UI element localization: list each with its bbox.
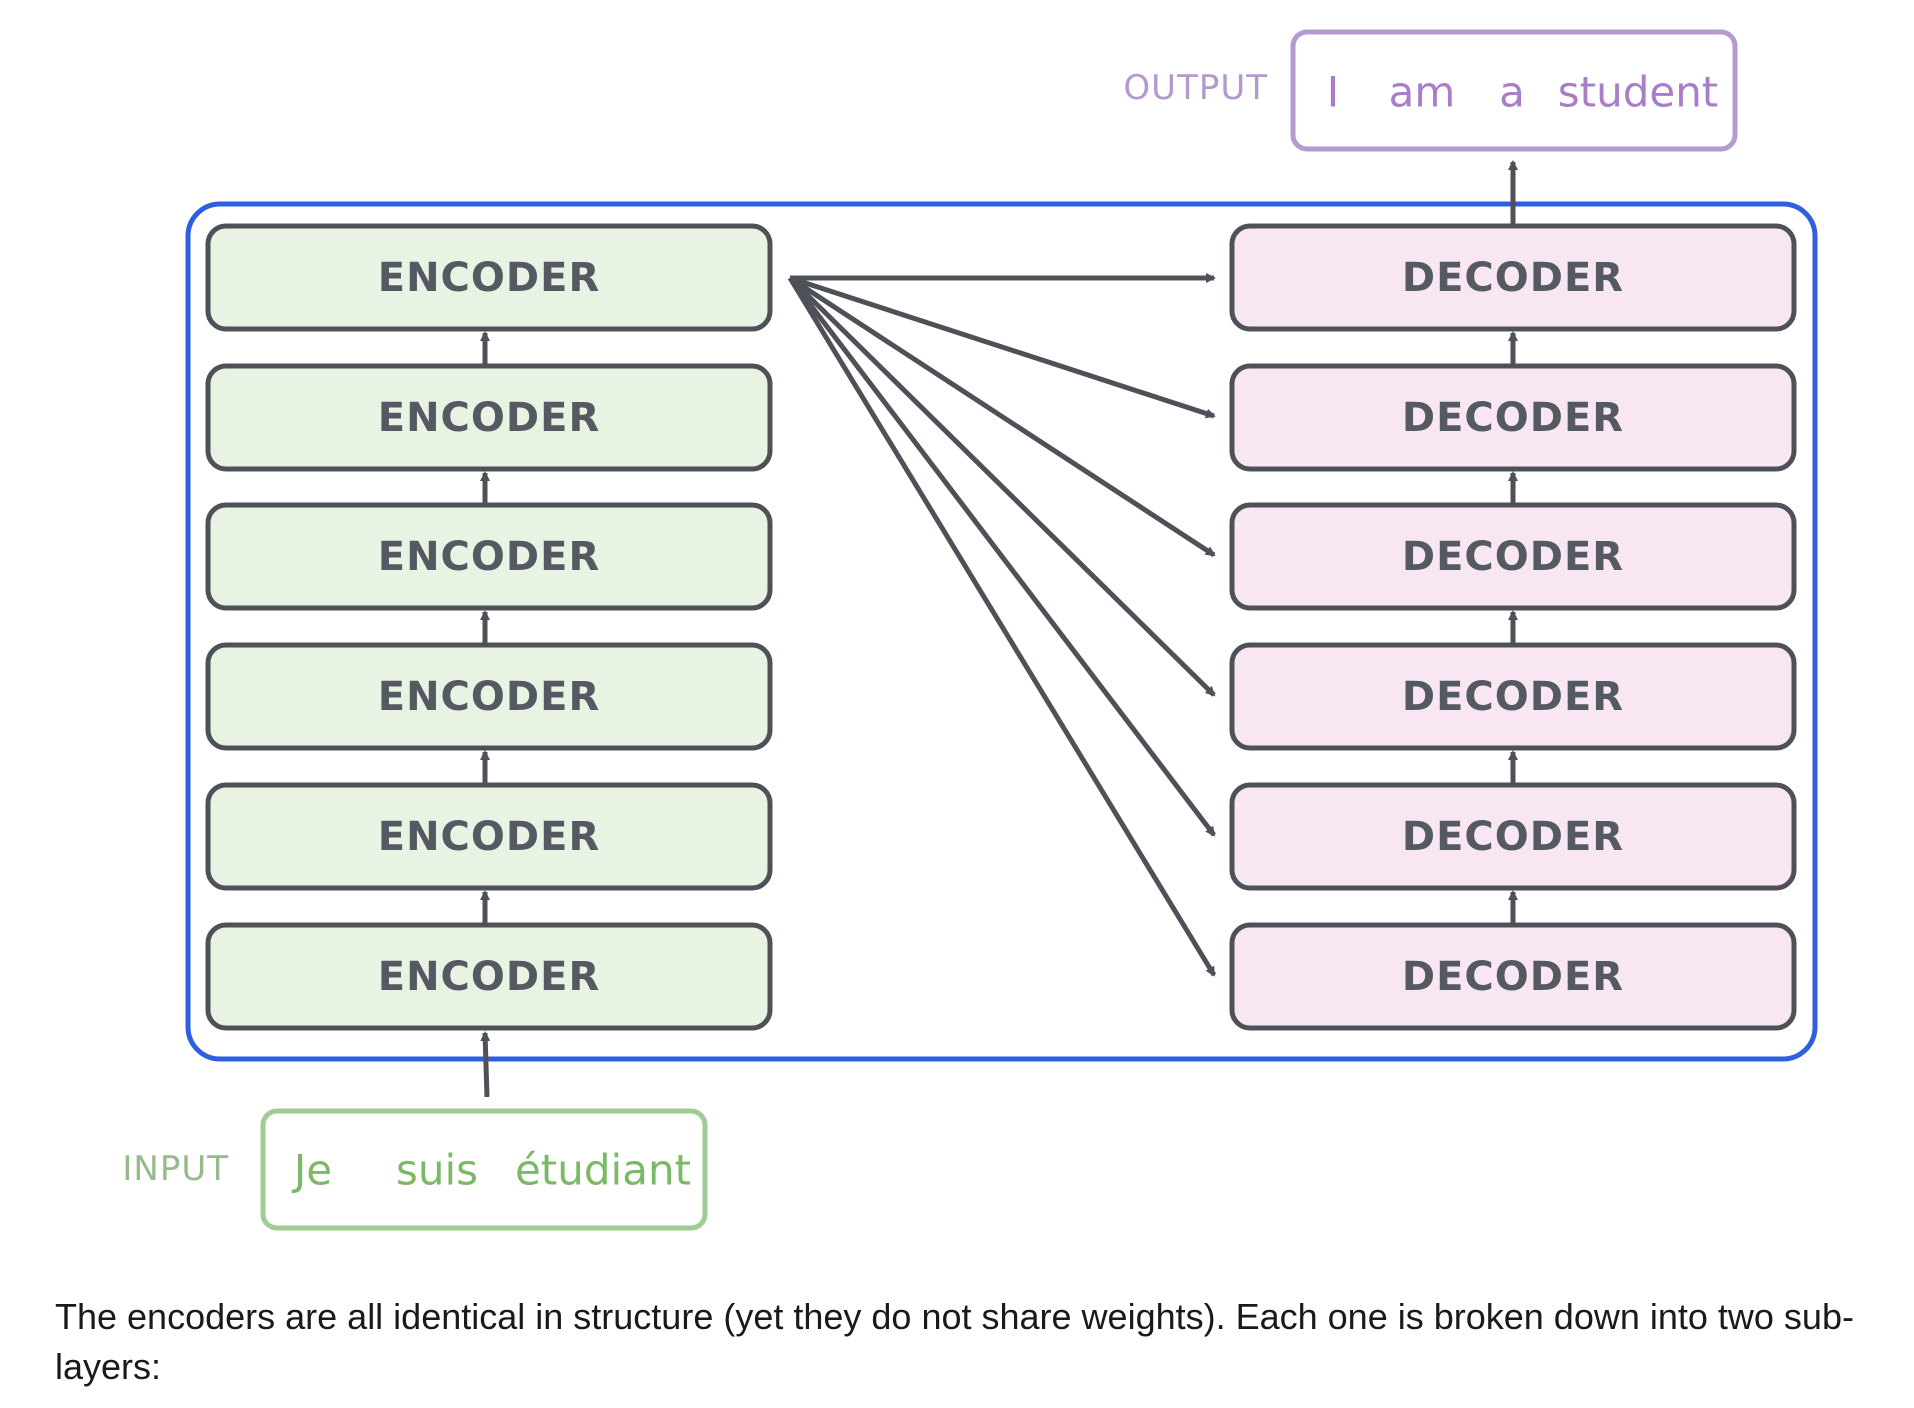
output-box: [1290, 29, 1738, 152]
output-word: am: [1389, 68, 1456, 117]
decoder-label: DECODER: [1402, 674, 1624, 720]
encoder-decoder-container: [185, 201, 1818, 1062]
fanout-arrow: [788, 276, 1216, 697]
encoder-output-arrows: [787, 273, 1217, 977]
decoder-stack: DECODER DECODER DECODER DECODER DECODER …: [1229, 223, 1797, 1031]
fanout-arrow: [788, 275, 1216, 558]
encoder-box: [205, 223, 773, 332]
output-label: OUTPUT: [1123, 68, 1268, 108]
encoder-label: ENCODER: [378, 534, 601, 580]
encoder-box: [205, 363, 773, 472]
encoder-label: ENCODER: [378, 395, 601, 441]
decoder-box: [1229, 223, 1797, 332]
input-word: suis: [396, 1146, 478, 1195]
decoder-label: DECODER: [1402, 255, 1624, 301]
decoder-label: DECODER: [1402, 534, 1624, 580]
caption-text: The encoders are all identical in struct…: [55, 1296, 1854, 1387]
encoder-label: ENCODER: [378, 255, 601, 301]
encoder-label: ENCODER: [378, 954, 601, 1000]
fanout-arrow: [787, 276, 1217, 977]
input-box: [260, 1108, 708, 1231]
output-word: student: [1558, 68, 1719, 117]
input-up-arrow: [480, 1031, 491, 1098]
input-label: INPUT: [122, 1149, 229, 1189]
encoder-stack: ENCODER ENCODER ENCODER ENCODER ENCODER …: [205, 223, 773, 1031]
encoder-box: [205, 782, 773, 891]
fanout-arrow: [789, 275, 1216, 419]
encoder-label: ENCODER: [378, 674, 601, 720]
encoder-box: [205, 642, 773, 751]
fanout-arrow: [788, 276, 1216, 837]
output-word: a: [1499, 68, 1525, 117]
encoder-stack-arrows: [480, 331, 491, 1098]
decoder-label: DECODER: [1402, 954, 1624, 1000]
decoder-label: DECODER: [1402, 395, 1624, 441]
encoder-box: [205, 502, 773, 611]
input-word: étudiant: [515, 1146, 691, 1195]
decoder-label: DECODER: [1402, 814, 1624, 860]
input-word: Je: [291, 1146, 332, 1195]
encoder-label: ENCODER: [378, 814, 601, 860]
encoder-box: [205, 922, 773, 1031]
output-word: I: [1327, 68, 1339, 117]
